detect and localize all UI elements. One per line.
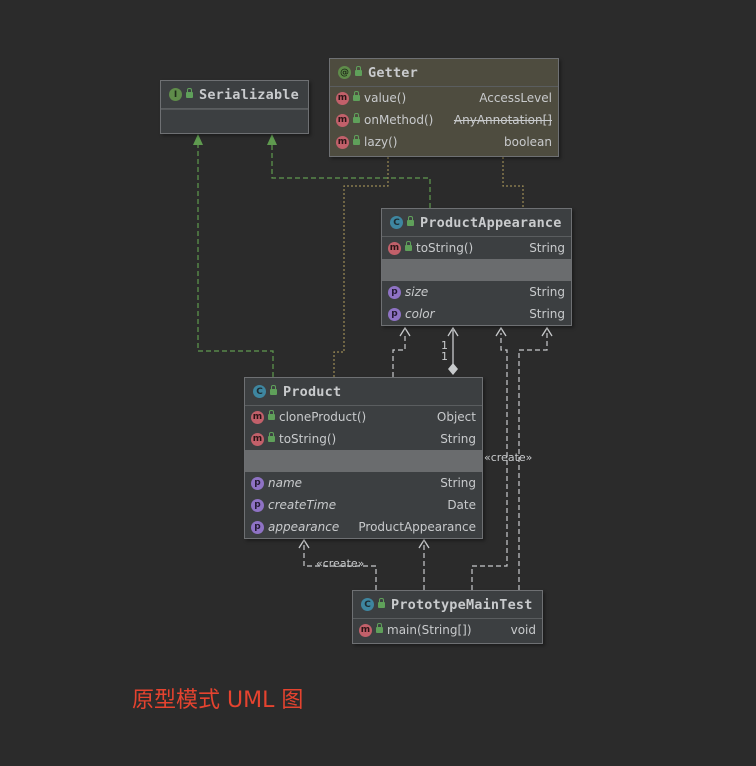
implements-arrowhead-2 bbox=[267, 134, 277, 145]
method-row[interactable]: m value() AccessLevel bbox=[330, 87, 558, 109]
method-icon: m bbox=[336, 113, 349, 127]
class-product[interactable]: C Product m cloneProduct() Object m toSt… bbox=[244, 377, 483, 539]
property-type: ProductAppearance bbox=[358, 520, 476, 534]
method-icon: m bbox=[251, 410, 264, 424]
method-row[interactable]: m cloneProduct() Object bbox=[245, 406, 482, 428]
property-row[interactable]: p size String bbox=[382, 281, 571, 303]
method-row[interactable]: m main(String[]) void bbox=[353, 619, 542, 641]
empty-compartment bbox=[161, 109, 308, 131]
method-name: main(String[]) bbox=[387, 623, 472, 637]
public-lock-icon bbox=[378, 597, 385, 608]
class-product-appearance[interactable]: C ProductAppearance m toString() String … bbox=[381, 208, 572, 326]
method-type: String bbox=[440, 432, 476, 446]
method-icon: m bbox=[336, 135, 349, 149]
composition-diamond bbox=[448, 363, 458, 375]
annotation-icon: @ bbox=[338, 66, 351, 79]
method-name: toString() bbox=[416, 241, 474, 255]
property-name: color bbox=[405, 307, 435, 321]
public-lock-icon bbox=[355, 65, 362, 76]
create-stereotype-label: «create» bbox=[484, 451, 533, 464]
method-icon: m bbox=[251, 432, 264, 446]
property-name: size bbox=[405, 285, 429, 299]
property-icon: p bbox=[251, 476, 264, 490]
method-type: AccessLevel bbox=[479, 91, 552, 105]
diagram-caption: 原型模式 UML 图 bbox=[132, 688, 304, 713]
dependency-edges bbox=[303, 333, 548, 590]
class-icon: C bbox=[253, 385, 266, 398]
class-getter[interactable]: @ Getter m value() AccessLevel m onMetho… bbox=[329, 58, 559, 157]
method-icon: m bbox=[336, 91, 349, 105]
public-lock-icon bbox=[186, 87, 193, 98]
method-name: toString() bbox=[279, 432, 337, 446]
method-type: void bbox=[510, 623, 536, 637]
method-icon: m bbox=[388, 241, 401, 255]
public-lock-icon bbox=[407, 215, 414, 226]
dependency-arrowheads bbox=[298, 326, 553, 549]
interface-icon: I bbox=[169, 88, 182, 101]
class-getter-header: @ Getter bbox=[330, 59, 558, 87]
property-row[interactable]: p appearance ProductAppearance bbox=[245, 516, 482, 538]
class-title: PrototypeMainTest bbox=[391, 596, 533, 613]
implements-arrowhead-1 bbox=[193, 134, 203, 145]
class-serializable-header: I Serializable bbox=[161, 81, 308, 109]
property-icon: p bbox=[251, 498, 264, 512]
public-lock-icon bbox=[268, 432, 275, 442]
method-row[interactable]: m onMethod() AnyAnnotation[] bbox=[330, 109, 558, 131]
class-prototype-main-test-header: C PrototypeMainTest bbox=[353, 591, 542, 619]
method-name: cloneProduct() bbox=[279, 410, 367, 424]
property-row[interactable]: p color String bbox=[382, 303, 571, 325]
method-type: String bbox=[529, 241, 565, 255]
create-stereotype-label: «create» bbox=[316, 557, 365, 570]
class-title: Getter bbox=[368, 64, 418, 81]
class-icon: C bbox=[361, 598, 374, 611]
class-title: ProductAppearance bbox=[420, 214, 562, 231]
class-product-header: C Product bbox=[245, 378, 482, 406]
property-icon: p bbox=[388, 307, 401, 321]
class-icon: C bbox=[390, 216, 403, 229]
property-icon: p bbox=[388, 285, 401, 299]
property-row[interactable]: p createTime Date bbox=[245, 494, 482, 516]
property-name: appearance bbox=[268, 520, 340, 534]
public-lock-icon bbox=[270, 384, 277, 395]
annotation-edges bbox=[333, 157, 524, 377]
class-product-appearance-header: C ProductAppearance bbox=[382, 209, 571, 237]
class-title: Serializable bbox=[199, 86, 299, 103]
method-icon: m bbox=[359, 623, 372, 637]
property-name: createTime bbox=[268, 498, 337, 512]
implements-edge-product-serializable bbox=[197, 145, 274, 377]
property-row[interactable]: p name String bbox=[245, 472, 482, 494]
method-row[interactable]: m toString() String bbox=[382, 237, 571, 259]
class-title: Product bbox=[283, 383, 342, 400]
public-lock-icon bbox=[353, 135, 360, 145]
property-type: String bbox=[440, 476, 476, 490]
method-row[interactable]: m toString() String bbox=[245, 428, 482, 450]
implements-edge-appearance-serializable bbox=[271, 145, 431, 208]
method-row[interactable]: m lazy() boolean bbox=[330, 131, 558, 153]
composition-edge bbox=[447, 326, 459, 364]
public-lock-icon bbox=[353, 91, 360, 101]
public-lock-icon bbox=[376, 623, 383, 633]
class-prototype-main-test[interactable]: C PrototypeMainTest m main(String[]) voi… bbox=[352, 590, 543, 644]
method-name: lazy() bbox=[364, 135, 398, 149]
property-type: Date bbox=[447, 498, 476, 512]
section-separator bbox=[382, 259, 571, 281]
section-separator bbox=[245, 450, 482, 472]
method-name: value() bbox=[364, 91, 407, 105]
method-name: onMethod() bbox=[364, 113, 434, 127]
public-lock-icon bbox=[268, 410, 275, 420]
method-type: Object bbox=[436, 410, 476, 424]
property-type: String bbox=[529, 307, 565, 321]
class-serializable[interactable]: I Serializable bbox=[160, 80, 309, 134]
property-icon: p bbox=[251, 520, 264, 534]
multiplicity-label-bottom: 1 bbox=[441, 350, 448, 363]
property-name: name bbox=[268, 476, 303, 490]
public-lock-icon bbox=[353, 113, 360, 123]
public-lock-icon bbox=[405, 241, 412, 251]
property-type: String bbox=[529, 285, 565, 299]
method-type: boolean bbox=[504, 135, 552, 149]
method-type: AnyAnnotation[] bbox=[453, 113, 552, 127]
multiplicity-label-top: 1 bbox=[441, 339, 448, 352]
